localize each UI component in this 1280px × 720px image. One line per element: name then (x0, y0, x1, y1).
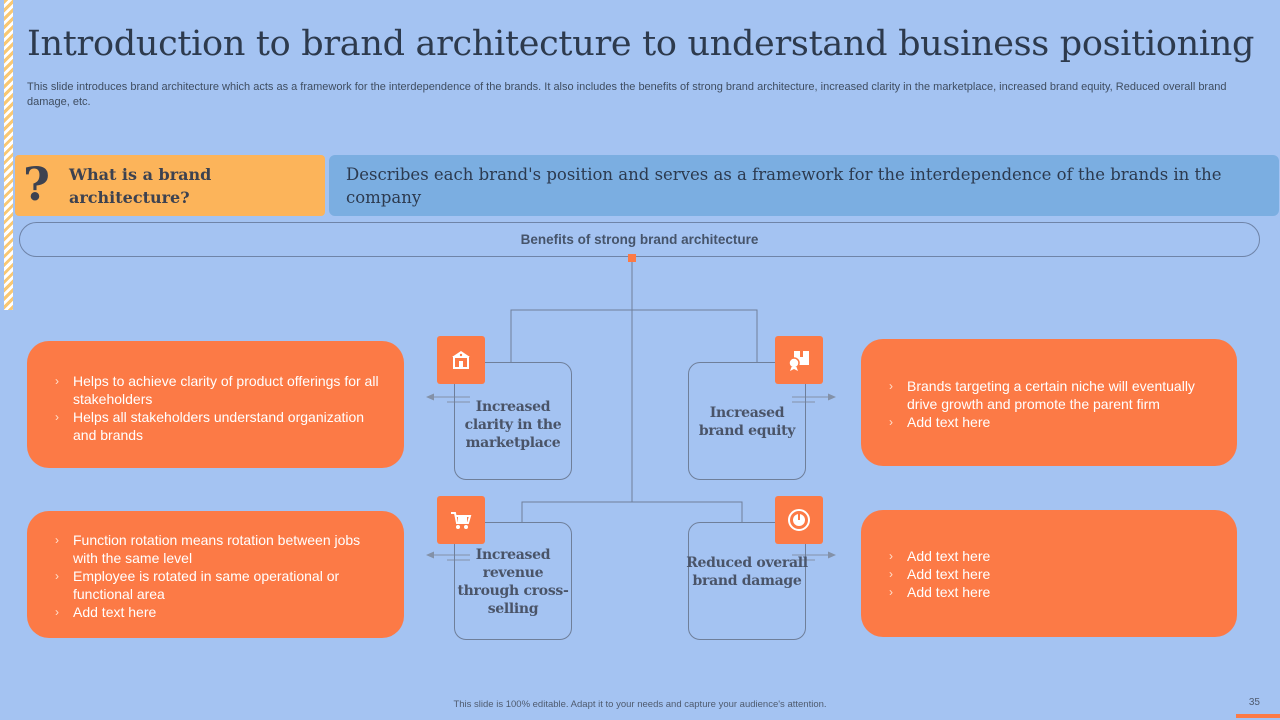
list-item: ›Employee is rotated in same operational… (55, 568, 340, 602)
benefit-card-top-right: ›Brands targeting a certain niche will e… (861, 339, 1237, 466)
shopping-cart-icon (437, 496, 485, 544)
list-item: ›Add text here (889, 566, 991, 582)
node-label-brand-equity: Increased brand equity (698, 405, 796, 439)
arrow-left-icon (426, 551, 434, 559)
benefit-card-top-left: ›Helps to achieve clarity of product off… (27, 341, 404, 468)
gauge-icon (775, 496, 823, 544)
definition-text: Describes each brand's position and serv… (346, 165, 1222, 207)
question-mark-icon: ? (23, 157, 50, 211)
benefit-node-clarity (454, 362, 572, 480)
store-icon (437, 336, 485, 384)
benefit-card-bottom-left: ›Function rotation means rotation betwee… (27, 511, 404, 638)
arrow-left-icon (426, 393, 434, 401)
arrow-right-icon (828, 393, 836, 401)
definition-box: Describes each brand's position and serv… (329, 155, 1279, 216)
arrow-right-icon (828, 551, 836, 559)
question-text: What is a brand architecture? (69, 165, 212, 207)
page-number: 35 (1248, 697, 1260, 708)
benefits-header-bar: Benefits of strong brand architecture (19, 222, 1260, 257)
list-item: ›Add text here (889, 548, 991, 564)
list-item: ›Brands targeting a certain niche will e… (889, 378, 1195, 412)
list-item: ›Add text here (889, 414, 991, 430)
benefit-node-revenue (454, 522, 572, 640)
node-label-clarity: Increased clarity in the marketplace (464, 399, 562, 451)
certificate-box-icon (775, 336, 823, 384)
benefit-node-brand-equity (688, 362, 806, 480)
list-item: ›Add text here (55, 604, 157, 620)
list-item: ›Add text here (889, 584, 991, 600)
benefits-title: Benefits of strong brand architecture (520, 232, 759, 247)
list-item: ›Helps to achieve clarity of product off… (55, 373, 379, 407)
question-box: ? What is a brand architecture? (15, 155, 325, 216)
benefit-node-brand-damage (688, 522, 806, 640)
node-label-revenue: Increased revenue through cross-selling (457, 547, 569, 617)
page-accent-bar (1236, 714, 1280, 718)
slide-title: Introduction to brand architecture to un… (27, 24, 1255, 64)
benefit-card-bottom-right: ›Add text here ›Add text here ›Add text … (861, 510, 1237, 637)
list-item: ›Function rotation means rotation betwee… (55, 532, 361, 566)
decorative-stripe (4, 0, 13, 310)
list-item: ›Helps all stakeholders understand organ… (55, 409, 365, 443)
footer-note: This slide is 100% editable. Adapt it to… (453, 699, 827, 710)
slide-subtitle: This slide introduces brand architecture… (27, 81, 1227, 108)
connector-dot (628, 254, 636, 262)
node-label-brand-damage: Reduced overall brand damage (686, 555, 808, 589)
